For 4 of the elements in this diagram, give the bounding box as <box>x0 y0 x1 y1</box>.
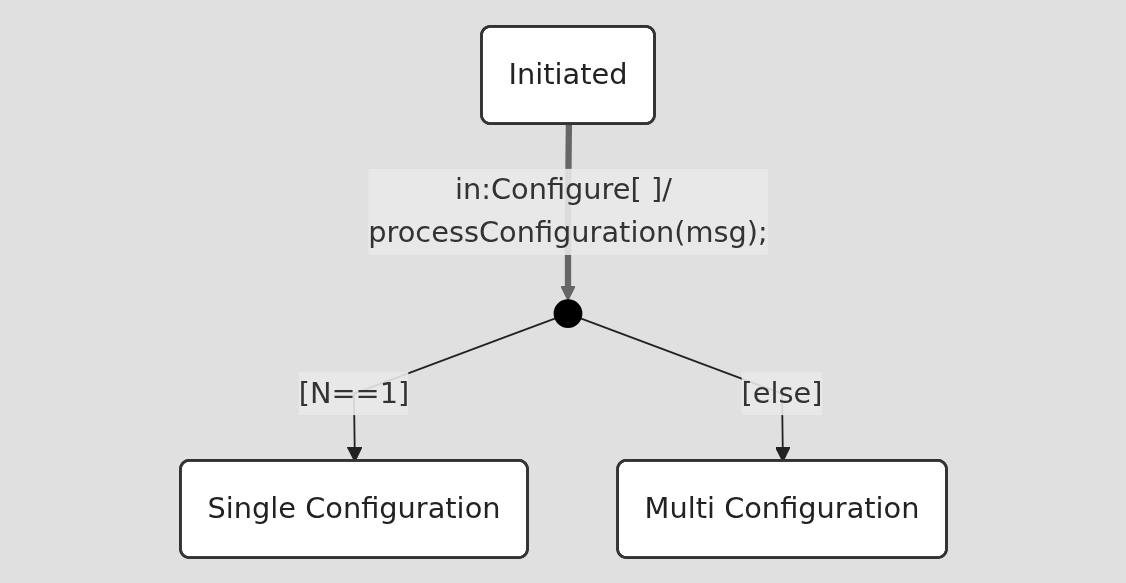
edge-label: [N==1] <box>298 375 409 410</box>
node-circle <box>553 298 582 328</box>
edge-label: in:Configure[ ]/ processConfiguration(msg); <box>367 171 768 250</box>
edge-label: [else] <box>741 375 823 410</box>
